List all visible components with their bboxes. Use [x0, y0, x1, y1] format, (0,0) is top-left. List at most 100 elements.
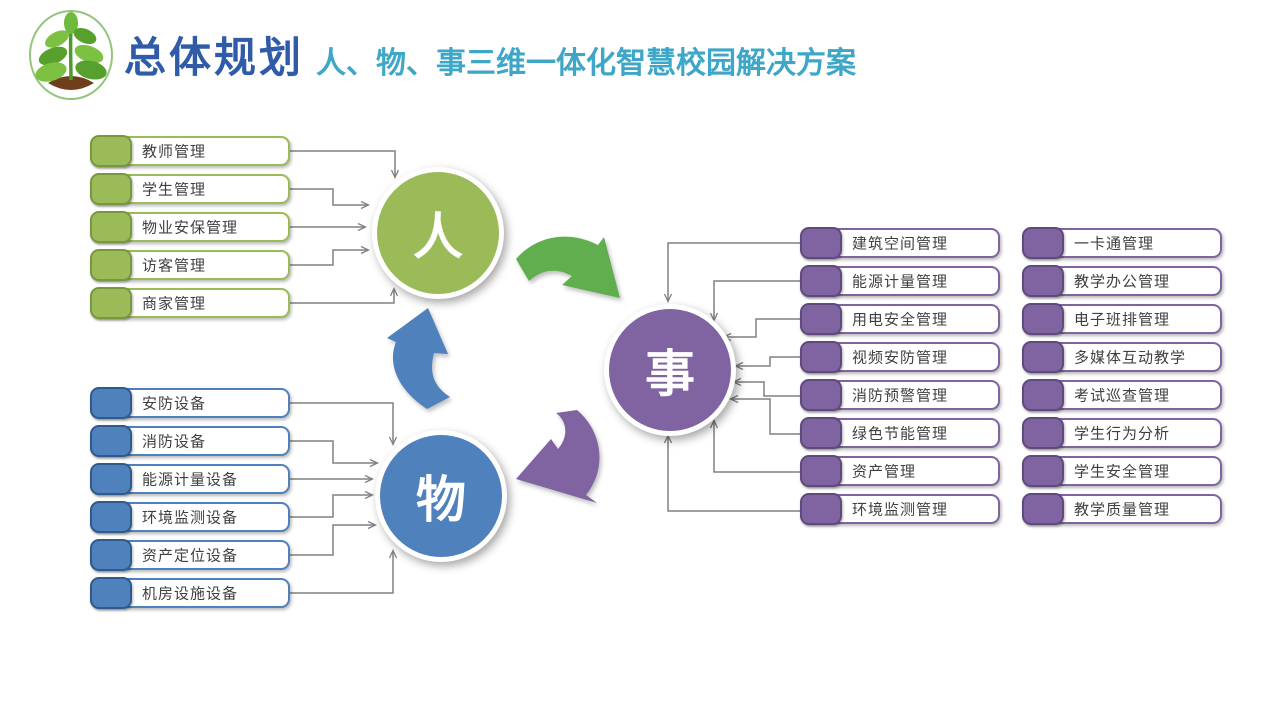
list-item: 教师管理 [90, 135, 290, 167]
node-affairs: 事 [604, 304, 736, 436]
slide-title: 总体规划 [124, 33, 305, 82]
curved-arrow-things-to-people [387, 308, 450, 409]
list-item-bullet [90, 387, 132, 419]
list-item: 资产管理 [800, 455, 1000, 487]
list-item-label: 视频安防管理 [852, 348, 949, 367]
connector-line [734, 382, 800, 397]
list-item-label: 机房设施设备 [142, 584, 239, 603]
list-item-bullet [1022, 493, 1064, 525]
list-item: 学生管理 [90, 173, 290, 205]
connector-line [290, 250, 368, 266]
list-item-label: 教师管理 [142, 142, 207, 161]
list-item-bullet [800, 455, 842, 487]
list-item: 视频安防管理 [800, 341, 1000, 373]
node-things-label: 物 [416, 470, 466, 529]
list-item-label: 资产管理 [852, 462, 917, 481]
list-item-bullet [90, 287, 132, 319]
list-item: 建筑空间管理 [800, 227, 1000, 259]
connector-line [290, 551, 393, 594]
connector-line [668, 436, 800, 512]
list-item: 能源计量设备 [90, 463, 290, 495]
connector-line [714, 421, 800, 473]
list-item-bullet [1022, 227, 1064, 259]
list-item-bullet [1022, 417, 1064, 449]
list-item: 学生行为分析 [1022, 417, 1222, 449]
list-item-bullet [1022, 265, 1064, 297]
list-item-bullet [90, 501, 132, 533]
list-item: 消防设备 [90, 425, 290, 457]
list-item-label: 教学质量管理 [1074, 500, 1171, 519]
list-item-label: 用电安全管理 [852, 310, 949, 329]
list-item-label: 学生管理 [142, 180, 207, 199]
list-item: 用电安全管理 [800, 303, 1000, 335]
list-item-label: 学生安全管理 [1074, 462, 1171, 481]
list-item-label: 消防预警管理 [852, 386, 949, 405]
list-item-label: 环境监测设备 [142, 508, 239, 527]
list-item: 消防预警管理 [800, 379, 1000, 411]
list-item-label: 物业安保管理 [142, 218, 239, 237]
slide-subtitle: 人、物、事三维一体化智慧校园解决方案 [316, 46, 856, 81]
list-item: 安防设备 [90, 387, 290, 419]
list-item-label: 访客管理 [142, 256, 207, 275]
list-item-label: 安防设备 [142, 394, 207, 413]
curved-arrow-people-to-affairs [516, 236, 620, 298]
list-item-label: 能源计量管理 [852, 272, 949, 291]
connector-line [290, 289, 394, 304]
connector-line [736, 356, 800, 366]
connector-line [290, 188, 368, 205]
list-item: 电子班排管理 [1022, 303, 1222, 335]
list-item-label: 消防设备 [142, 432, 207, 451]
node-things: 物 [375, 430, 507, 562]
list-item-bullet [800, 265, 842, 297]
node-people-label: 人 [413, 207, 463, 266]
list-item-bullet [1022, 341, 1064, 373]
affairs-list-right: 一卡通管理教学办公管理电子班排管理多媒体互动教学考试巡查管理学生行为分析学生安全… [1022, 227, 1222, 532]
list-item-bullet [90, 539, 132, 571]
list-item-label: 电子班排管理 [1074, 310, 1171, 329]
list-item: 考试巡查管理 [1022, 379, 1222, 411]
connector-line [724, 318, 800, 337]
list-item-bullet [90, 577, 132, 609]
slide-header: 总体规划 人、物、事三维一体化智慧校园解决方案 [0, 0, 1280, 110]
list-item: 资产定位设备 [90, 539, 290, 571]
list-item: 环境监测设备 [90, 501, 290, 533]
node-affairs-label: 事 [645, 344, 695, 403]
seedling-logo-icon [29, 10, 113, 100]
list-item-bullet [90, 173, 132, 205]
list-item: 商家管理 [90, 287, 290, 319]
list-item-bullet [800, 379, 842, 411]
list-item-label: 环境监测管理 [852, 500, 949, 519]
list-item-label: 能源计量设备 [142, 470, 239, 489]
list-item-label: 一卡通管理 [1074, 234, 1155, 253]
connector-line [668, 242, 800, 301]
list-item: 学生安全管理 [1022, 455, 1222, 487]
list-item-bullet [1022, 303, 1064, 335]
list-item-bullet [800, 303, 842, 335]
list-item-label: 教学办公管理 [1074, 272, 1171, 291]
list-item-bullet [90, 463, 132, 495]
connector-line [714, 280, 800, 320]
list-item: 多媒体互动教学 [1022, 341, 1222, 373]
list-item: 绿色节能管理 [800, 417, 1000, 449]
list-item: 机房设施设备 [90, 577, 290, 609]
list-item-bullet [1022, 379, 1064, 411]
list-item-label: 商家管理 [142, 294, 207, 313]
things-list: 安防设备消防设备能源计量设备环境监测设备资产定位设备机房设施设备 [90, 387, 290, 616]
list-item-label: 学生行为分析 [1074, 424, 1171, 443]
list-item-bullet [90, 211, 132, 243]
connector-line [290, 440, 377, 463]
list-item: 环境监测管理 [800, 493, 1000, 525]
curved-arrow-affairs-to-things [516, 410, 600, 503]
connector-line [290, 525, 375, 556]
connector-line [290, 150, 395, 177]
list-item: 一卡通管理 [1022, 227, 1222, 259]
node-people: 人 [372, 167, 504, 299]
list-item: 教学质量管理 [1022, 493, 1222, 525]
people-list: 教师管理学生管理物业安保管理访客管理商家管理 [90, 135, 290, 326]
list-item-bullet [90, 425, 132, 457]
list-item-label: 建筑空间管理 [852, 234, 949, 253]
list-item-bullet [90, 135, 132, 167]
list-item-label: 考试巡查管理 [1074, 386, 1171, 405]
list-item-bullet [800, 493, 842, 525]
